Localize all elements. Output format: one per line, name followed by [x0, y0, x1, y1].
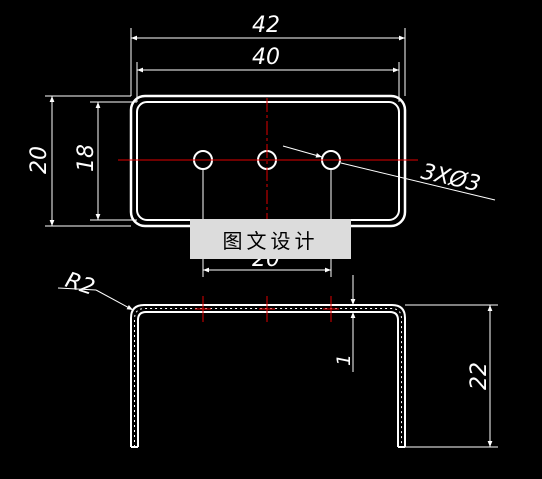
holes-leader [282, 145, 496, 201]
side-view [130, 304, 406, 448]
dim-thickness-label: 1 [333, 354, 355, 366]
dim-40-label: 40 [252, 45, 280, 70]
dim-18 [90, 101, 137, 221]
side-view-outer-outline [130, 304, 406, 447]
dim-40 [136, 62, 400, 102]
radius-label: R2 [62, 268, 98, 301]
wall-hatch [134, 308, 402, 447]
radius-leader [57, 287, 134, 311]
dim-18-label: 18 [74, 144, 99, 172]
dim-20 [45, 95, 131, 227]
top-view-inner-outline [136, 101, 400, 221]
dim-22-label: 22 [467, 362, 492, 390]
dim-20-label: 20 [27, 146, 52, 174]
side-view-inner-outline [137, 311, 399, 447]
centerlines-top [118, 98, 418, 230]
holes-label: 3XØ3 [419, 159, 483, 197]
dim-42 [130, 28, 406, 96]
dim-42-label: 42 [252, 13, 280, 38]
dim-22 [405, 304, 498, 448]
watermark-label: 图文设计 [190, 219, 351, 259]
centerlines-side [195, 296, 339, 322]
top-view [129, 94, 407, 228]
top-view-outer-outline [129, 94, 407, 228]
